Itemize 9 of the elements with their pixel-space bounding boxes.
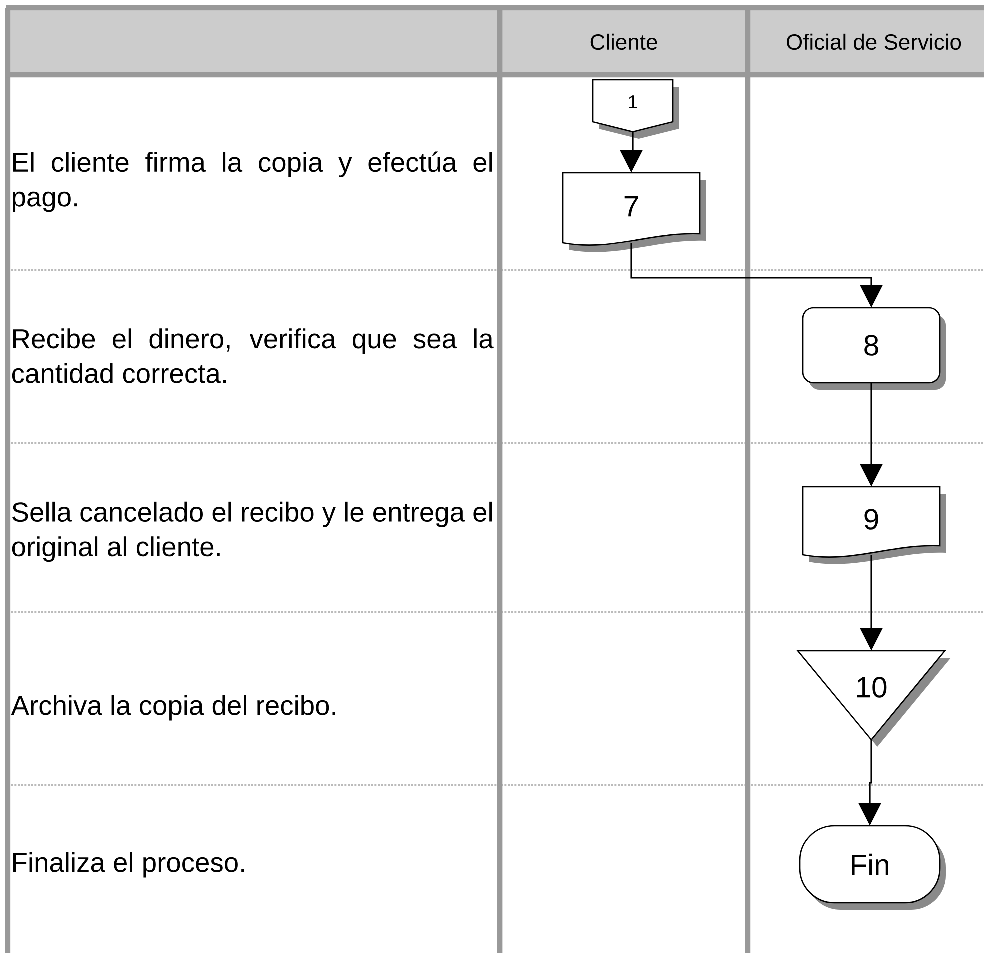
step-description: Finaliza el proceso. — [14, 852, 244, 878]
step-description: Sella cancelado el recibo y le entrega el original al cliente. — [12, 502, 492, 562]
step-description: El cliente firma la copia y efectúa el pago. — [13, 152, 492, 212]
column-header: Cliente — [500, 8, 748, 75]
column-header: Oficial de Servicio — [748, 8, 984, 75]
step-description: Archiva la copia del recibo. — [11, 695, 336, 721]
step-description: Recibe el dinero, verifica que sea la cantidad correcta. — [12, 328, 494, 384]
offpage-connector: 1 — [592, 79, 680, 139]
process-box: 8 — [802, 307, 946, 390]
